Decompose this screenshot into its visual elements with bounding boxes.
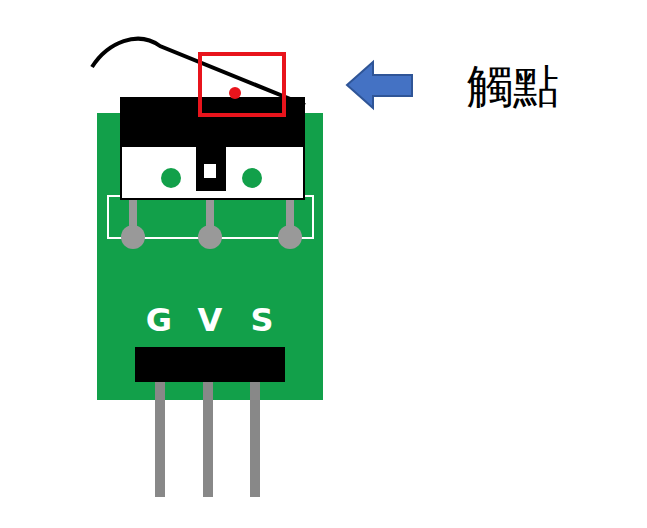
mount-hole bbox=[242, 168, 262, 188]
pin-name: S bbox=[250, 304, 273, 336]
part-label: 觸點 bbox=[467, 63, 559, 109]
switch-base bbox=[121, 146, 304, 199]
mount-hole bbox=[161, 168, 181, 188]
switch-notch-hole bbox=[204, 164, 216, 178]
pin-header bbox=[135, 347, 285, 382]
switch-body bbox=[120, 97, 305, 147]
pointer-arrow bbox=[347, 62, 412, 108]
switch-pins bbox=[121, 198, 302, 249]
header-pins bbox=[155, 365, 260, 497]
circuit-board bbox=[97, 113, 323, 400]
contact-dot bbox=[229, 87, 241, 99]
pin-name: V bbox=[198, 304, 223, 336]
pin-name: G bbox=[146, 304, 172, 336]
highlight-box bbox=[200, 54, 284, 115]
switch-notch bbox=[196, 145, 226, 191]
